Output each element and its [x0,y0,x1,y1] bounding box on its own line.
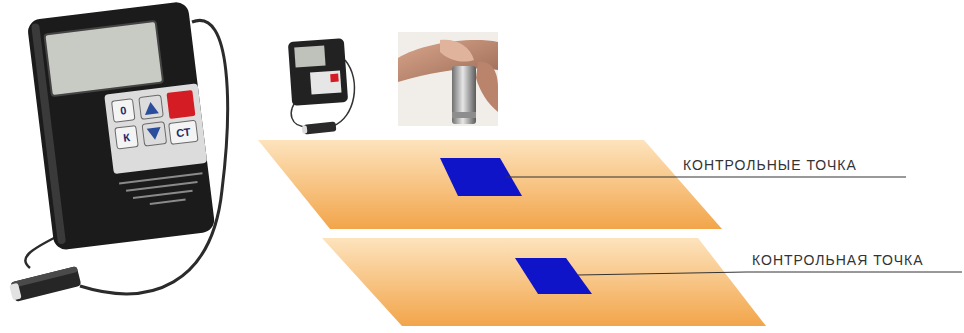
thickness-gauge: 0К СТ [0,0,256,274]
button-label: 0 [120,105,127,117]
coated-plate [322,238,766,326]
probe-photo [398,32,498,126]
probe [9,266,82,302]
callout-label: КОНТРОЛЬНЫЕ ТОЧКА [683,158,857,173]
leader-line [506,177,906,178]
power-key [166,90,195,119]
coated-plate [258,140,722,229]
leader-line [578,272,962,275]
button-label: К [123,131,131,143]
down-arrow-key [147,127,162,141]
control-point [515,258,592,294]
keypad-button: СТ [168,120,198,145]
device-photo [288,38,355,135]
probe-cable [25,236,58,268]
button-label: СТ [176,126,192,139]
keypad-button: К [114,125,139,150]
up-arrow-key [143,101,158,115]
keypad-button: 0 [111,98,136,123]
callout-label: КОНТРОЛЬНАЯ ТОЧКА [752,253,923,268]
